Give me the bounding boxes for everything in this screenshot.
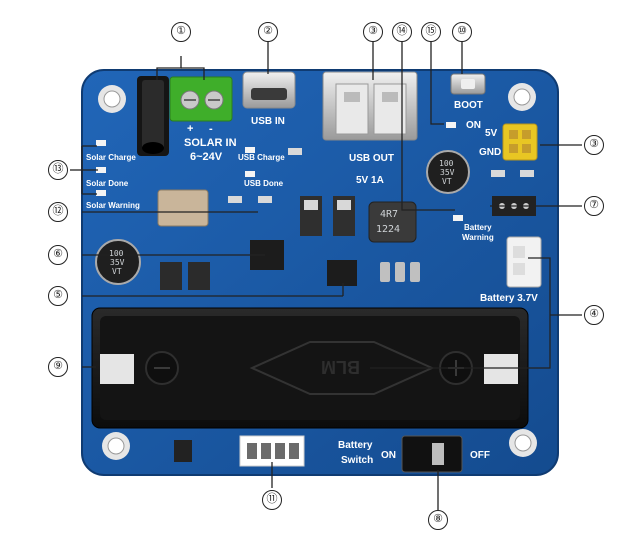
small-transistor bbox=[174, 440, 192, 462]
silk-gnd: GND bbox=[479, 147, 501, 158]
usb-in-connector bbox=[242, 71, 296, 109]
cap-left-text-2: 35V bbox=[110, 258, 125, 267]
silk-battery-switch-2: Switch bbox=[341, 455, 373, 466]
silk-minus: - bbox=[209, 123, 213, 135]
silk-battery-warning-2: Warning bbox=[462, 233, 494, 242]
battery-slide-switch bbox=[401, 435, 463, 473]
inductor-text-2: 1224 bbox=[376, 224, 400, 235]
silk-battery-switch-1: Battery bbox=[338, 440, 373, 451]
silk-5v: 5V bbox=[485, 128, 498, 139]
bottom-pin-header bbox=[239, 435, 305, 467]
silk-solar-warning: Solar Warning bbox=[86, 201, 140, 210]
usb-out-connector bbox=[322, 71, 418, 141]
inductor bbox=[368, 201, 417, 243]
callout-lines bbox=[70, 40, 582, 510]
status-leds bbox=[96, 122, 463, 221]
callout-battery-switch: ⑧ bbox=[428, 510, 448, 530]
callout-side-pins: ⑦ bbox=[584, 196, 604, 216]
boot-button bbox=[450, 73, 486, 95]
output-pin-header bbox=[502, 123, 538, 161]
cap-right-text-2: 35V bbox=[440, 168, 455, 177]
silk-solar-range: 6~24V bbox=[190, 151, 223, 163]
solar-screw-terminal bbox=[169, 76, 233, 122]
capacitor-left bbox=[95, 239, 141, 285]
dc-barrel-jack bbox=[137, 76, 169, 156]
silk-solar-done: Solar Done bbox=[86, 179, 129, 188]
callout-boot-button: ⑩ bbox=[452, 22, 472, 42]
cap-right-text-1: 100 bbox=[439, 159, 454, 168]
callout-solar-input: ① bbox=[171, 22, 191, 42]
silk-usb-in: USB IN bbox=[251, 116, 285, 127]
silk-usb-out: USB OUT bbox=[349, 153, 394, 164]
cap-right-text-3: VT bbox=[442, 177, 452, 186]
mosfets bbox=[160, 262, 210, 290]
silk-battery-warning-1: Battery bbox=[464, 223, 492, 232]
protection-ic bbox=[327, 260, 357, 286]
callout-battery-holder: ⑨ bbox=[48, 357, 68, 377]
callout-solar-leds: ⑬ bbox=[48, 160, 68, 180]
callout-usb-out: ③ bbox=[363, 22, 383, 42]
silk-usb-done: USB Done bbox=[244, 179, 284, 188]
callout-battery: ④ bbox=[584, 305, 604, 325]
holder-logo: BLM bbox=[321, 357, 360, 377]
silk-battery-label: Battery 3.7V bbox=[480, 293, 538, 304]
silk-on: ON bbox=[466, 120, 481, 131]
capacitor-right bbox=[426, 150, 470, 194]
inductor-text-1: 4R7 bbox=[380, 209, 398, 220]
silk-boot: BOOT bbox=[454, 100, 483, 111]
callout-usb-in: ② bbox=[258, 22, 278, 42]
diodes bbox=[300, 196, 355, 236]
callout-usb-leds: ⑫ bbox=[48, 202, 68, 222]
smd-resistors bbox=[228, 148, 534, 282]
battery-jst-connector bbox=[506, 236, 542, 288]
cap-left-text-3: VT bbox=[112, 267, 122, 276]
silkscreen-texts: SOLAR IN 6~24V + - USB IN USB Charge USB… bbox=[86, 100, 538, 466]
callout-charger-ic: ⑥ bbox=[48, 245, 68, 265]
shield-component bbox=[157, 189, 209, 227]
callout-output-header: ③ bbox=[584, 135, 604, 155]
silk-solar-charge: Solar Charge bbox=[86, 153, 136, 162]
mounting-holes bbox=[98, 83, 537, 460]
silk-usb-charge: USB Charge bbox=[238, 153, 285, 162]
callout-bottom-header: ⑪ bbox=[262, 490, 282, 510]
battery-holder-18650 bbox=[91, 307, 529, 429]
silk-solar-in: SOLAR IN bbox=[184, 137, 237, 149]
callout-on-led: ⑮ bbox=[421, 22, 441, 42]
silk-switch-off: OFF bbox=[470, 450, 490, 461]
silk-usb-out-rating: 5V 1A bbox=[356, 175, 384, 186]
callout-battery-warning-led: ⑭ bbox=[392, 22, 412, 42]
callout-protection-ic: ⑤ bbox=[48, 286, 68, 306]
silk-plus: + bbox=[187, 123, 193, 135]
silk-switch-on: ON bbox=[381, 450, 396, 461]
cap-left-text-1: 100 bbox=[109, 249, 124, 258]
